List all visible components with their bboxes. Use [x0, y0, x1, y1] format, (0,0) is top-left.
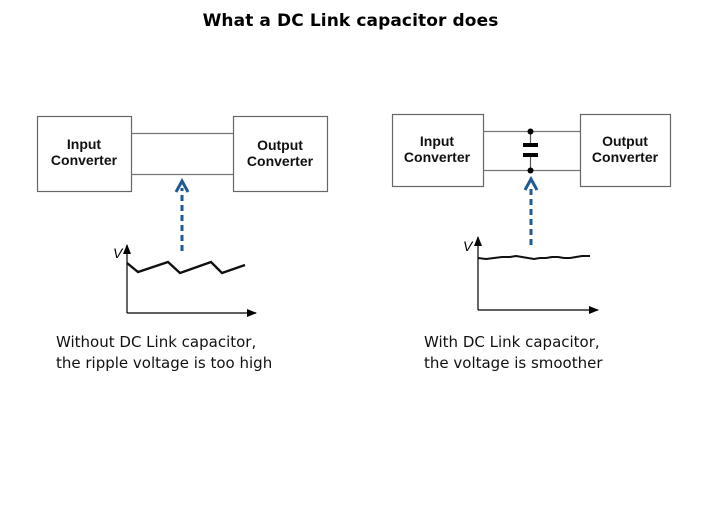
- right-output-label-line1: Output: [602, 133, 648, 149]
- left-input-label-line2: Converter: [51, 152, 118, 168]
- left-output-converter-box: Output Converter: [232, 115, 329, 193]
- right-voltage-graph: V: [463, 236, 599, 314]
- right-input-label-line1: Input: [420, 133, 455, 149]
- left-input-converter-box: Input Converter: [36, 115, 133, 193]
- left-ripple-waveform: [126, 260, 246, 275]
- page-title: What a DC Link capacitor does: [202, 11, 499, 31]
- right-caption-line1: With DC Link capacitor,: [424, 333, 600, 351]
- right-v-axis-label: V: [463, 238, 474, 254]
- left-diagram: Input Converter Output Converter V: [36, 115, 329, 317]
- left-output-label-line2: Converter: [247, 153, 314, 169]
- left-caption: Without DC Link capacitor, the ripple vo…: [56, 332, 272, 374]
- left-caption-line1: Without DC Link capacitor,: [56, 333, 257, 351]
- right-output-converter-box: Output Converter: [579, 113, 672, 188]
- left-caption-line2: the ripple voltage is too high: [56, 354, 273, 372]
- right-output-label-line2: Converter: [592, 149, 659, 165]
- capacitor-icon: [523, 128, 538, 174]
- left-output-label-line1: Output: [257, 137, 303, 153]
- left-measurement-arrow-icon: [174, 177, 190, 251]
- right-measurement-arrow-icon: [523, 175, 539, 245]
- right-caption: With DC Link capacitor, the voltage is s…: [424, 332, 603, 374]
- left-input-label-line1: Input: [67, 136, 102, 152]
- right-input-converter-box: Input Converter: [391, 113, 485, 188]
- left-v-axis-label: V: [113, 245, 124, 261]
- right-smooth-waveform: [477, 255, 590, 260]
- left-voltage-graph: V: [113, 244, 257, 317]
- right-input-label-line2: Converter: [404, 149, 471, 165]
- right-diagram: Input Converter Output Converter V: [391, 113, 672, 314]
- right-caption-line2: the voltage is smoother: [424, 354, 603, 372]
